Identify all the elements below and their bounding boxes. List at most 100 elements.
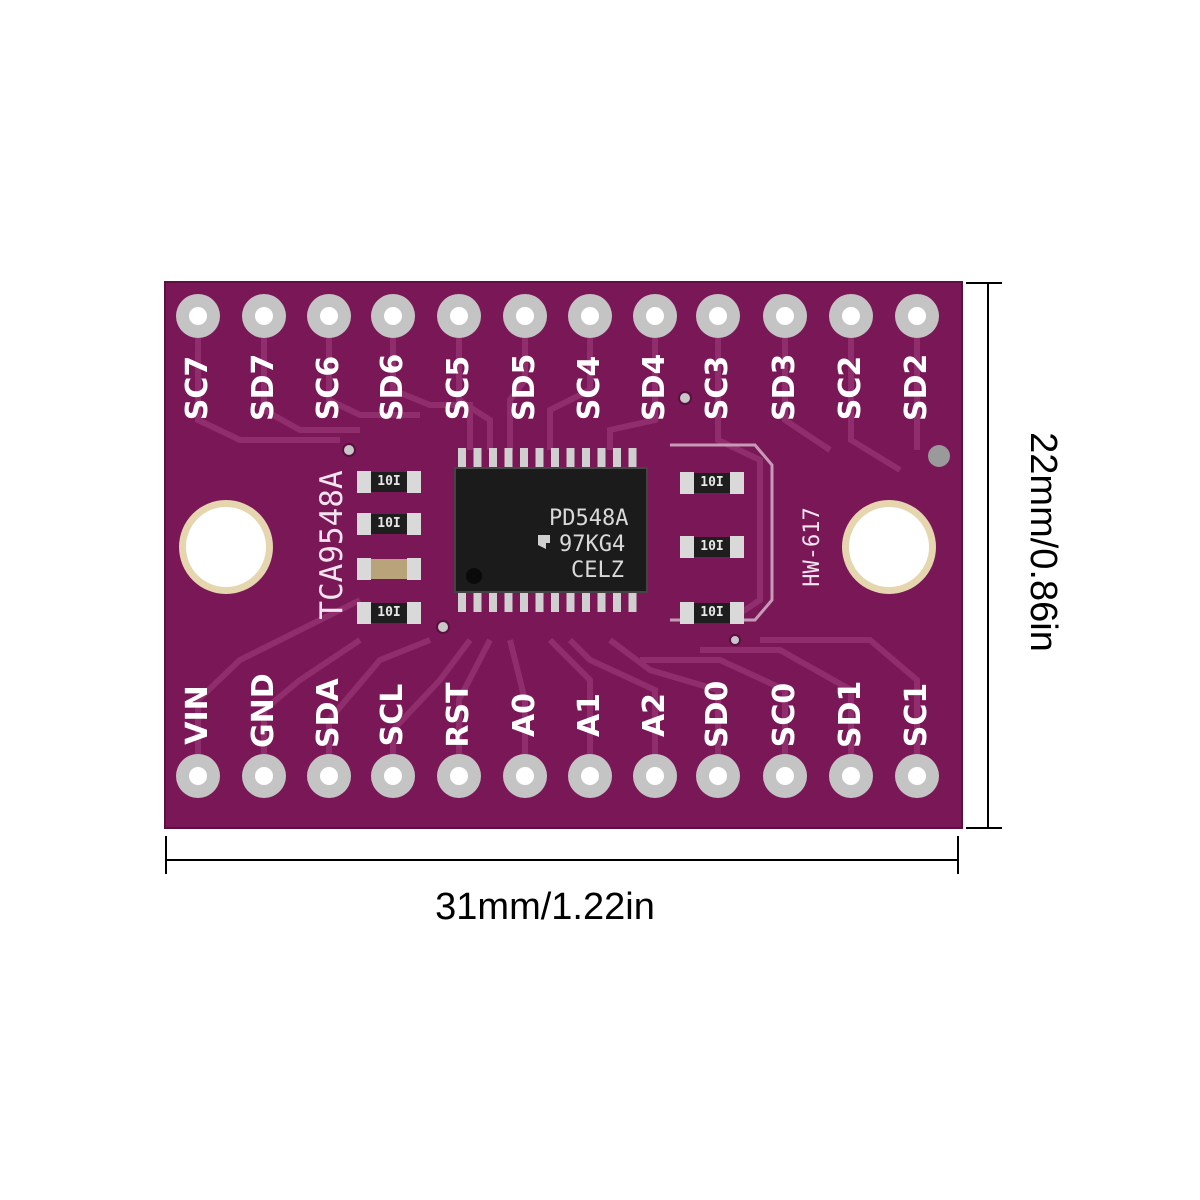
pin-hole [450,767,468,785]
via [436,620,450,634]
resistor-pad [730,472,744,494]
pin-hole [908,307,926,325]
pin-hole [646,307,664,325]
resistor-pad [680,602,694,624]
resistor-pad [357,513,371,535]
pin-label-bottom-gnd: GND [246,673,281,748]
chip-pin [597,592,606,612]
resistor-code-label: 10I [377,605,401,620]
pin-label-bottom-sd0: SD0 [700,680,735,748]
chip-pin [551,592,559,612]
pin-label-bottom-scl: SCL [375,683,410,747]
chip-pin [473,448,482,468]
pin-hole [908,767,926,785]
chip-marking-line: PD548A [549,506,629,531]
resistor-pad [680,472,694,494]
chip-pin [458,448,466,468]
resistor-code-label: 10I [377,474,401,489]
via [678,391,692,405]
pin-label-top-sd5: SD5 [507,353,542,421]
smd-resistor [694,537,730,557]
chip-pin [535,448,544,468]
pin-hole [320,307,338,325]
pin-hole [255,307,273,325]
pin-label-bottom-sc1: SC1 [899,682,934,748]
resistor-pad [730,536,744,558]
pin-label-top-sc3: SC3 [700,355,735,421]
pin-hole [450,307,468,325]
pin-label-top-sd3: SD3 [767,353,802,421]
pin-label-top-sd4: SD4 [637,353,672,421]
pin-hole [384,307,402,325]
chip-pin [489,592,497,612]
height-dimension-label: 22mm/0.86in [1022,432,1064,652]
chip-pin [458,592,466,612]
resistor-pad [357,558,371,580]
pin-label-bottom-sda: SDA [311,678,346,748]
chip-name-label: TCA9548A [314,470,350,620]
pin-hole [581,307,599,325]
resistor-pad [730,602,744,624]
chip-pin [473,592,482,612]
smd-resistor [694,603,730,623]
chip-pin [520,448,528,468]
chip-pin [489,448,497,468]
pin-label-bottom-rst: RST [441,682,476,748]
smd-resistor [371,514,407,534]
chip-pin [582,448,590,468]
pin-hole [516,767,534,785]
via [342,443,356,457]
chip-pin [551,448,559,468]
pin-label-bottom-sd1: SD1 [833,680,868,748]
chip-marking-line: 97KG4 [559,532,626,557]
pin-label-top-sd7: SD7 [246,353,281,421]
pin-hole [516,307,534,325]
chip-pin [597,448,606,468]
via [928,445,950,467]
chip-pin [566,592,575,612]
pin-label-top-sc7: SC7 [180,355,215,421]
chip-marking-line: CELZ [571,558,624,583]
pin-hole [189,767,207,785]
pin-label-bottom-a2: A2 [637,692,672,738]
chip-pin [628,592,637,612]
resistor-pad [357,471,371,493]
resistor-pad [407,602,421,624]
resistor-pad [407,558,421,580]
chip-pin1-dot [466,568,482,584]
chip-pin [535,592,544,612]
resistor-pad [407,513,421,535]
pin-hole [842,767,860,785]
pin-label-bottom-a1: A1 [572,692,607,738]
chip-pins [458,448,637,612]
pin-label-bottom-sc0: SC0 [767,682,802,748]
pin-hole [320,767,338,785]
resistor-pad [680,536,694,558]
pin-hole [255,767,273,785]
chip-pin [613,592,621,612]
pin-hole [776,307,794,325]
resistor-code-label: 10I [700,475,724,490]
pin-hole [842,307,860,325]
chip-pin [520,592,528,612]
mounting-hole-left [179,500,273,594]
chip-pin [628,448,637,468]
pin-hole [646,767,664,785]
mounting-hole-right [842,500,936,594]
smd-capacitor [371,559,407,579]
ti-logo-icon [538,535,550,549]
smd-resistor [371,472,407,492]
dimension-lines [165,282,1002,874]
resistor-code-label: 10I [700,539,724,554]
board-id-label: HW-617 [800,507,825,587]
pin-label-top-sd6: SD6 [375,353,410,421]
smd-resistor [371,603,407,623]
chip-pin [582,592,590,612]
pin-label-top-sc6: SC6 [311,355,346,421]
smd-resistor [694,473,730,493]
pin-label-top-sc2: SC2 [833,355,868,421]
chip-pin [566,448,575,468]
pin-hole [709,307,727,325]
pin-hole [709,767,727,785]
chip-pin [504,448,513,468]
